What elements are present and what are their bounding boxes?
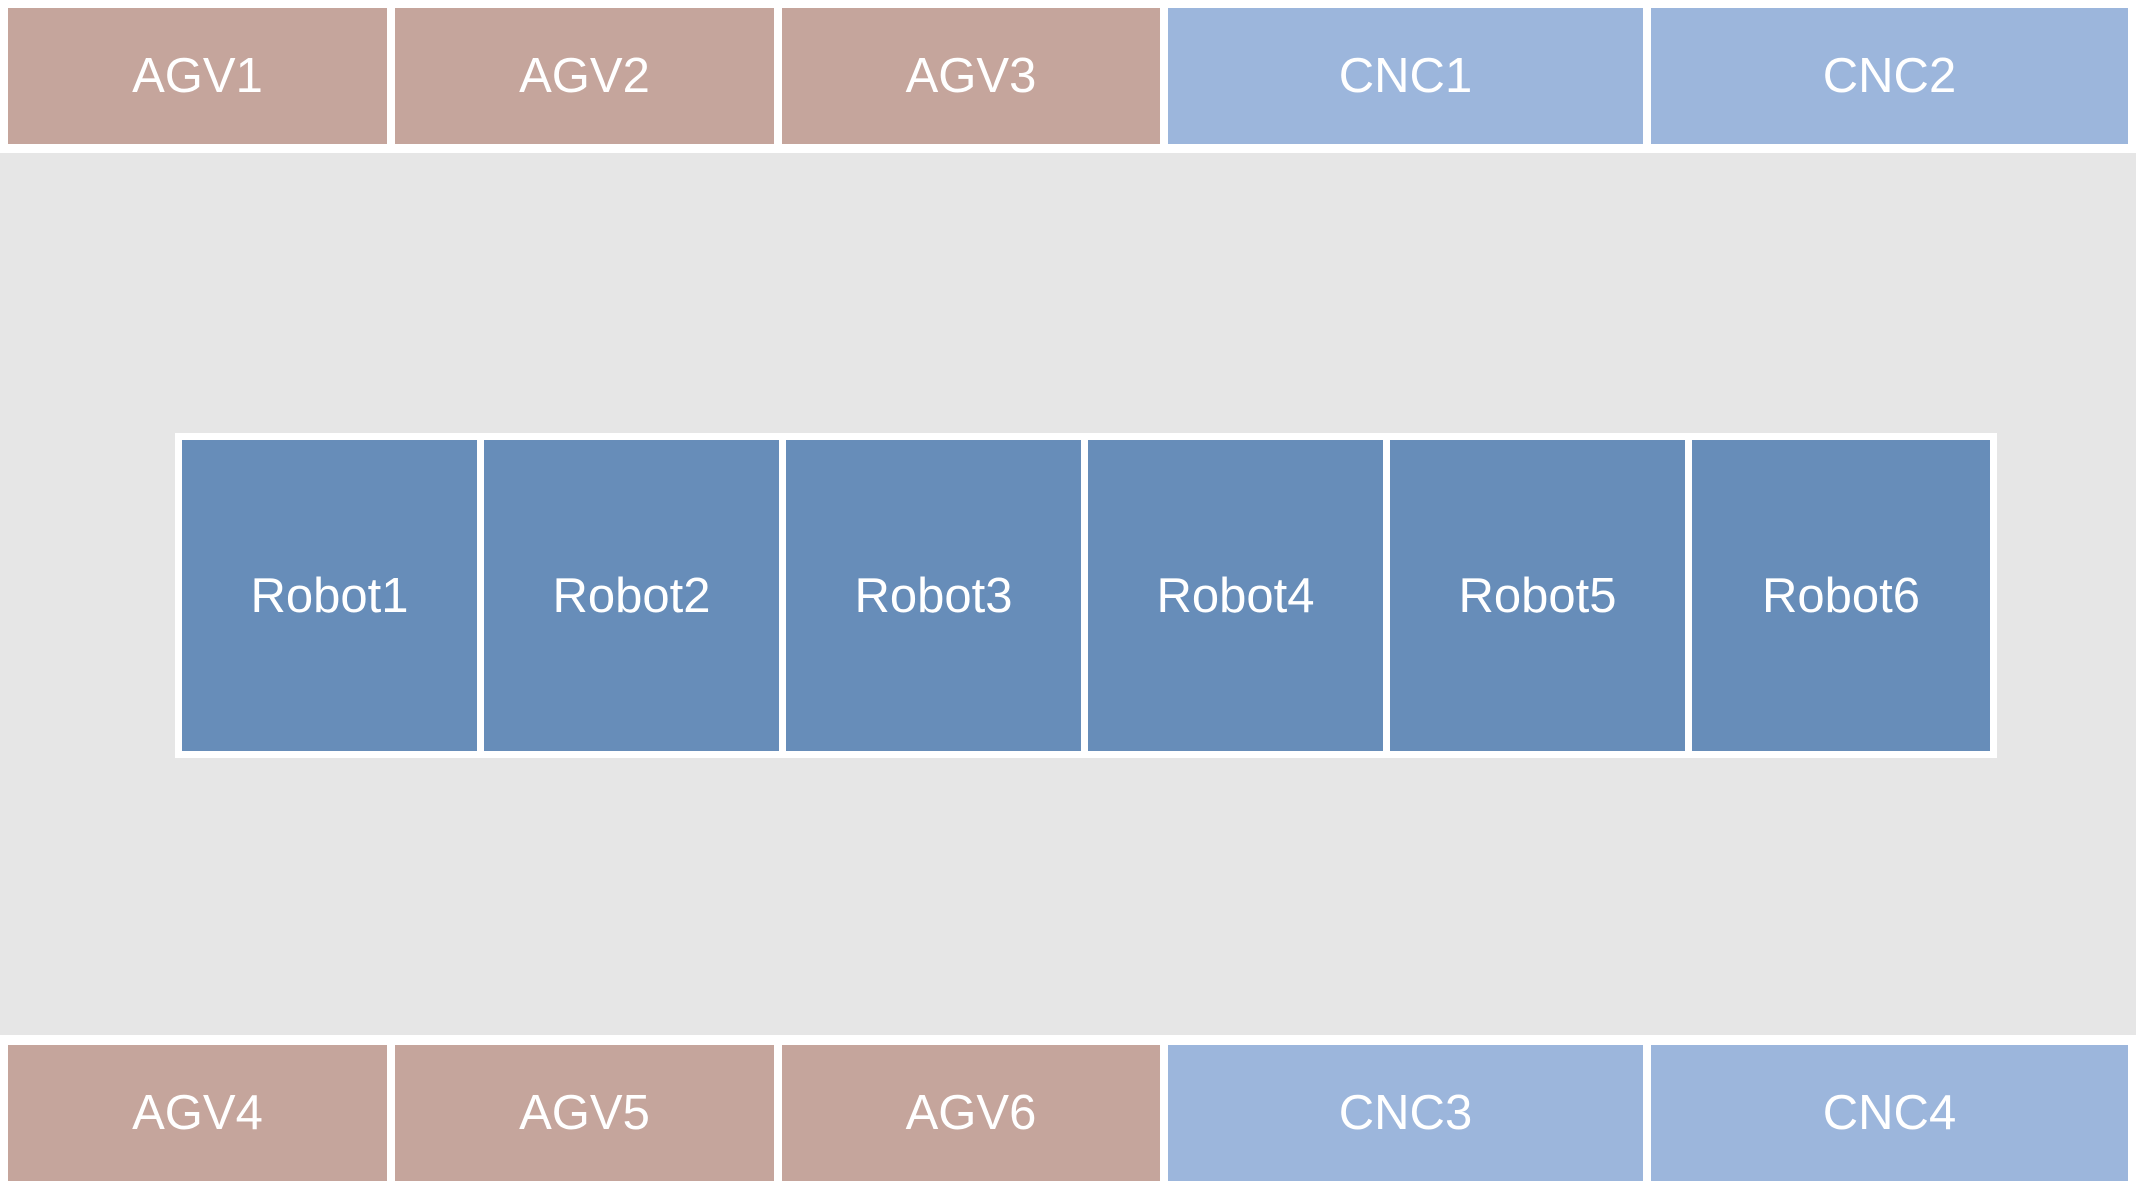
cnc-machine: CNC1 bbox=[1168, 8, 1643, 144]
agv-station: AGV2 bbox=[395, 8, 774, 144]
agv-station: AGV4 bbox=[8, 1045, 387, 1181]
cnc-machine: CNC3 bbox=[1168, 1045, 1643, 1181]
robot-cell: Robot2 bbox=[484, 440, 779, 751]
agv-station: AGV6 bbox=[782, 1045, 1160, 1181]
robot-cell: Robot3 bbox=[786, 440, 1081, 751]
agv-station: AGV1 bbox=[8, 8, 387, 144]
agv-station: AGV5 bbox=[395, 1045, 774, 1181]
robot-cell: Robot4 bbox=[1088, 440, 1383, 751]
agv-station: AGV3 bbox=[782, 8, 1160, 144]
robot-cell: Robot1 bbox=[182, 440, 477, 751]
robot-cell: Robot6 bbox=[1692, 440, 1990, 751]
cnc-machine: CNC2 bbox=[1651, 8, 2128, 144]
cnc-machine: CNC4 bbox=[1651, 1045, 2128, 1181]
robot-row: Robot1 Robot2 Robot3 Robot4 Robot5 Robot… bbox=[175, 433, 1997, 758]
robot-cell: Robot5 bbox=[1390, 440, 1685, 751]
